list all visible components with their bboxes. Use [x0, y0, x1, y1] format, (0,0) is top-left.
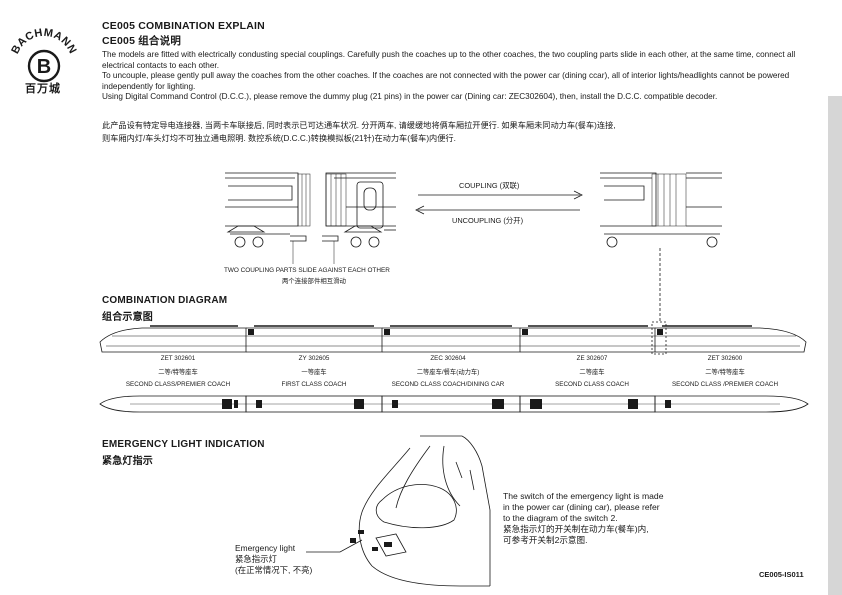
car-code: ZET 302601	[160, 355, 196, 362]
car-class-cn: 二等/特等座车	[705, 369, 745, 376]
logo-mark: B	[37, 56, 51, 78]
paragraph: To uncouple, please gently pull away the…	[102, 71, 790, 91]
coupling-caption-cn: 两个连接部件相互滑动	[282, 278, 346, 285]
document-code: CE005-IS011	[759, 570, 804, 579]
note-line: The switch of the emergency light is mad…	[503, 491, 664, 501]
car-class-cn: 二等座车/餐车(动力车)	[416, 369, 480, 376]
section-title-emergency: EMERGENCY LIGHT INDICATION	[102, 439, 265, 450]
paragraph: The models are fitted with electrically …	[102, 50, 796, 70]
page-title: CE005 COMBINATION EXPLAIN	[102, 20, 265, 32]
emergency-switch-note: The switch of the emergency light is mad…	[503, 491, 723, 546]
emergency-light-drawing	[306, 435, 491, 587]
callout-line: (在正常情况下, 不亮)	[235, 565, 313, 575]
car-class: SECOND CLASS COACH/DINING CAR	[391, 381, 505, 388]
car-class-cn: 一等座车	[301, 369, 327, 376]
callout-line: Emergency light	[235, 543, 296, 553]
emergency-light-details	[350, 530, 392, 551]
note-line: in the power car (dining car), please re…	[503, 502, 660, 512]
car-class-cn: 二等/特等座车	[158, 369, 198, 376]
callout-line: 紧急指示灯	[235, 554, 277, 564]
train-side-view	[99, 321, 807, 355]
section-title-combination: COMBINATION DIAGRAM	[102, 295, 228, 306]
car-code: ZEC 302604	[430, 355, 466, 362]
coupling-detail-drawing	[225, 172, 722, 322]
bachmann-logo: BACHMANN B	[9, 27, 78, 83]
uncoupling-label: UNCOUPLING (分开)	[452, 216, 524, 225]
car-class: FIRST CLASS COACH	[281, 381, 347, 388]
intro-english: The models are fitted with electrically …	[102, 50, 807, 103]
note-line: to the diagram of the switch 2.	[503, 513, 618, 523]
intro-chinese: 此产品设有特定导电连接器, 当两卡车联接后, 同时表示已可达通车状况. 分开两车…	[102, 120, 807, 145]
paragraph: 此产品设有特定导电连接器, 当两卡车联接后, 同时表示已可达通车状况. 分开两车…	[102, 121, 616, 130]
top-view-details	[222, 399, 671, 409]
page-title-cn: CE005 组合说明	[102, 35, 182, 47]
paragraph: 则车厢内灯/车头灯均不可独立通电照明. 数控系统(D.C.C.)转换模拟板(21…	[102, 133, 456, 143]
paragraph: Using Digital Command Control (D.C.C.), …	[102, 92, 718, 102]
note-line: 紧急指示灯的开关制在动力车(餐车)内,	[503, 524, 649, 534]
car-class: SECOND CLASS /PREMIER COACH	[671, 381, 779, 388]
emergency-light-callout: Emergency light 紧急指示灯 (在正常情况下, 不亮)	[235, 543, 345, 576]
side-view-details	[248, 329, 663, 335]
section-title-combination-cn: 组合示意图	[102, 312, 153, 323]
car-class-cn: 二等座车	[579, 369, 605, 376]
section-title-emergency-cn: 紧急灯指示	[102, 456, 153, 467]
coupling-label: COUPLING (双联)	[459, 181, 520, 190]
train-top-view	[99, 395, 809, 413]
page-edge-tab	[828, 96, 842, 595]
car-class: SECOND CLASS/PREMIER COACH	[125, 381, 231, 388]
logo-chinese-text: 百万城	[25, 83, 61, 95]
coupling-caption: TWO COUPLING PARTS SLIDE AGAINST EACH OT…	[224, 267, 390, 274]
car-code: ZY 302605	[298, 355, 330, 362]
car-code: ZET 302600	[707, 355, 743, 362]
note-line: 可参考开关制2示意图.	[503, 535, 588, 545]
car-code: ZE 302607	[576, 355, 608, 362]
car-class: SECOND CLASS COACH	[555, 381, 629, 388]
